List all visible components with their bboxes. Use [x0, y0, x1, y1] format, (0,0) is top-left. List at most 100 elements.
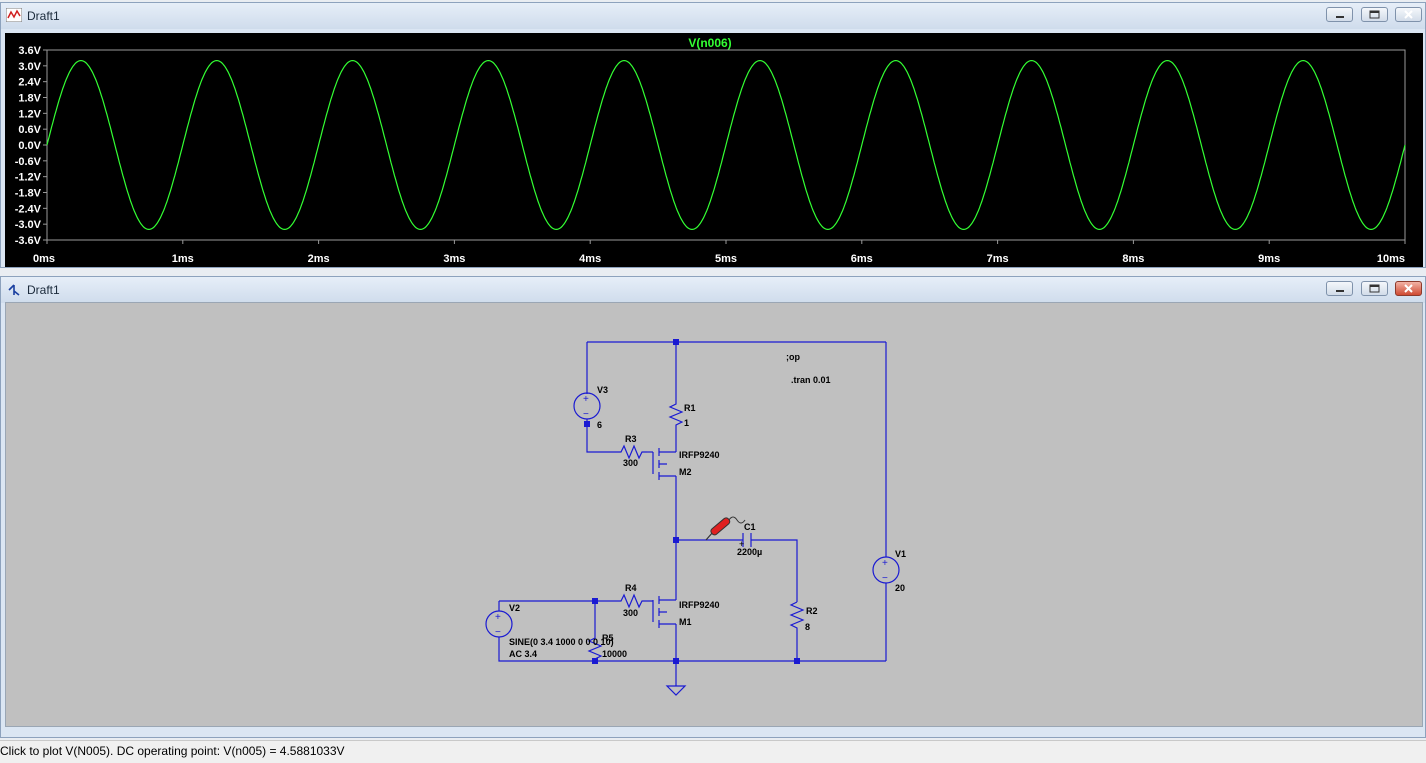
restore-button[interactable] — [1361, 7, 1388, 22]
resistor-r1[interactable] — [668, 402, 684, 427]
waveform-plot-pane[interactable]: V(n006) 3.6V 3.0V 2.4V 1.8V 1.2V 0.6V 0.0V -0.6… — [5, 33, 1423, 267]
minimize-button[interactable] — [1326, 281, 1353, 296]
close-button[interactable] — [1395, 281, 1422, 296]
capacitor-c1[interactable] — [742, 533, 752, 547]
y-tick-label: -1.8V — [15, 188, 42, 200]
x-tick-label: 5ms — [715, 253, 737, 265]
minimize-icon — [1336, 16, 1344, 18]
x-tick-label: 4ms — [579, 253, 601, 265]
r2-value: 8 — [805, 622, 810, 632]
minimize-icon — [1336, 290, 1344, 292]
r2-label: R2 — [806, 606, 818, 616]
junction-dot — [592, 658, 598, 664]
circuit-diagram: + − + − + − + ;op .tran 0.01 V3 6 R1 — [485, 339, 906, 696]
y-tick-label: -3.6V — [15, 235, 42, 247]
y-tick-label: 3.0V — [18, 61, 41, 73]
svg-text:+: + — [583, 394, 589, 405]
restore-icon — [1369, 10, 1380, 19]
directive-op[interactable]: ;op — [786, 352, 800, 362]
y-tick-label: -2.4V — [15, 203, 42, 215]
y-tick-label: -1.2V — [15, 172, 42, 184]
schematic-window-titlebar[interactable]: Draft1 — [1, 277, 1425, 303]
wire[interactable] — [676, 539, 798, 602]
y-tick-label: 0.6V — [18, 124, 41, 136]
r5-value: 10000 — [602, 649, 627, 659]
waveform-chart: V(n006) 3.6V 3.0V 2.4V 1.8V 1.2V 0.6V 0.0V -0.6… — [15, 36, 1406, 265]
junction-dot — [794, 658, 800, 664]
probe-icon — [705, 516, 746, 541]
plot-window-title: Draft1 — [27, 9, 60, 23]
c1-label: C1 — [744, 522, 756, 532]
m1-label: M1 — [679, 617, 692, 627]
close-icon — [1404, 284, 1413, 293]
schematic-icon — [8, 284, 20, 296]
x-tick-label: 8ms — [1122, 253, 1144, 265]
junction-dot — [592, 598, 598, 604]
restore-icon — [1369, 284, 1380, 293]
minimize-button[interactable] — [1326, 7, 1353, 22]
y-tick-label: 3.6V — [18, 45, 41, 57]
resistor-r4[interactable] — [595, 593, 653, 609]
wire[interactable] — [498, 637, 886, 662]
y-tick-label: 1.2V — [18, 108, 41, 120]
r5-label: R5 — [602, 633, 614, 643]
x-tick-label: 10ms — [1377, 253, 1405, 265]
y-tick-label: 0.0V — [18, 140, 41, 152]
v3-value: 6 — [597, 420, 602, 430]
trace-label[interactable]: V(n006) — [688, 36, 731, 50]
directive-tran[interactable]: .tran 0.01 — [791, 375, 831, 385]
x-tick-label: 1ms — [172, 253, 194, 265]
schematic-canvas[interactable]: + − + − + − + ;op .tran 0.01 V3 6 R1 — [5, 302, 1423, 727]
wire[interactable] — [586, 419, 617, 453]
m1-model: IRFP9240 — [679, 600, 720, 610]
c1-value: 2200µ — [737, 547, 762, 557]
v2-ac: AC 3.4 — [509, 649, 537, 659]
y-tick-label: -3.0V — [15, 219, 42, 231]
mosfet-m2[interactable] — [652, 448, 677, 480]
x-tick-label: 2ms — [308, 253, 330, 265]
svg-text:−: − — [495, 627, 501, 638]
schematic-window-title: Draft1 — [27, 283, 60, 297]
close-button[interactable] — [1395, 7, 1422, 22]
v2-label: V2 — [509, 603, 520, 613]
mosfet-m1[interactable] — [652, 596, 676, 628]
junction-dot — [673, 658, 679, 664]
r1-value: 1 — [684, 418, 689, 428]
plot-window: Draft1 V(n006) 3.6V 3.0V 2.4V 1.8V 1.2V 0.6V 0… — [0, 2, 1426, 268]
svg-text:−: − — [583, 409, 589, 420]
resistor-r3[interactable] — [617, 444, 647, 460]
r4-label: R4 — [625, 583, 637, 593]
plot-window-titlebar[interactable]: Draft1 — [1, 3, 1425, 29]
x-tick-label: 3ms — [443, 253, 465, 265]
ground-symbol — [665, 661, 687, 696]
junction-dot — [673, 339, 679, 345]
resistor-r5[interactable] — [587, 601, 603, 661]
status-text: Click to plot V(N005). DC operating poin… — [0, 744, 345, 758]
restore-button[interactable] — [1361, 281, 1388, 296]
schematic-window: Draft1 — [0, 276, 1426, 738]
x-tick-label: 0ms — [33, 253, 55, 265]
x-tick-label: 9ms — [1258, 253, 1280, 265]
r4-value: 300 — [623, 608, 638, 618]
y-tick-label: -0.6V — [15, 156, 42, 168]
x-tick-label: 6ms — [851, 253, 873, 265]
resistor-r2[interactable] — [789, 601, 805, 661]
r3-label: R3 — [625, 434, 637, 444]
y-tick-label: 2.4V — [18, 77, 41, 89]
wire[interactable] — [498, 600, 595, 611]
v2-value: SINE(0 3.4 1000 0 0 0 10) — [509, 637, 614, 647]
svg-text:+: + — [739, 539, 744, 549]
x-tick-label: 7ms — [987, 253, 1009, 265]
y-tick-label: 1.8V — [18, 93, 41, 105]
r1-label: R1 — [684, 403, 696, 413]
trace-line — [46, 59, 1406, 231]
v1-label: V1 — [895, 549, 906, 559]
r3-value: 300 — [623, 458, 638, 468]
waveform-icon — [6, 8, 22, 22]
junction-dot — [584, 421, 590, 427]
status-bar: Click to plot V(N005). DC operating poin… — [0, 740, 1426, 763]
svg-text:+: + — [882, 558, 888, 569]
svg-text:−: − — [882, 573, 888, 584]
m2-label: M2 — [679, 467, 692, 477]
junction-dot — [673, 537, 679, 543]
